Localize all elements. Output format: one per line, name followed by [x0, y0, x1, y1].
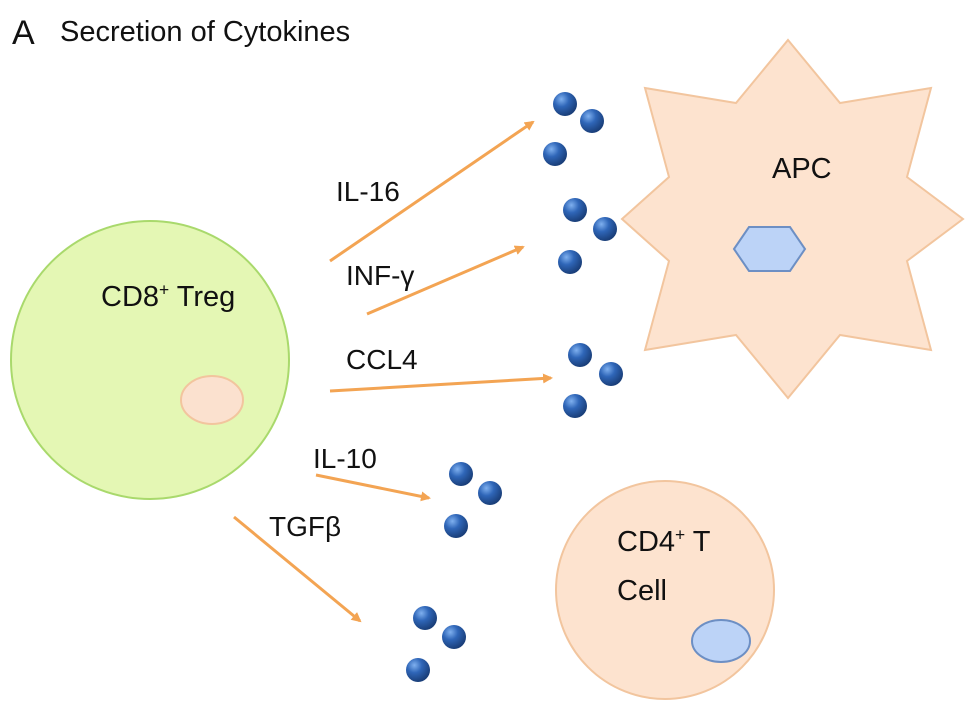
arrow-il10 — [315, 473, 431, 502]
arrow-infg — [366, 245, 525, 316]
cytokine-cluster-il10 — [444, 462, 502, 538]
cd8-treg-label-rest: Treg — [169, 281, 236, 313]
cytokine-molecule — [442, 625, 466, 649]
cd4-t-cell-label-line2: Cell — [617, 575, 667, 607]
cytokine-cluster-il16 — [543, 92, 604, 166]
cytokine-molecule — [563, 198, 587, 222]
label-tgfb: TGFβ — [269, 511, 342, 542]
cytokine-molecule — [580, 109, 604, 133]
cytokine-molecule — [558, 250, 582, 274]
cytokine-molecule — [553, 92, 577, 116]
cd4-t-cell-label: CD4+ T — [617, 526, 711, 558]
cytokine-molecule — [449, 462, 473, 486]
cytokine-molecule — [568, 343, 592, 367]
cd8-treg-nucleus — [180, 375, 244, 425]
cytokine-molecule — [478, 481, 502, 505]
panel-letter: A — [12, 14, 35, 52]
label-infg: INF-γ — [346, 260, 415, 291]
cytokine-molecule — [543, 142, 567, 166]
cd8-treg-label-sup: + — [159, 279, 170, 300]
arrow-il16 — [329, 120, 535, 263]
arrow-ccl4 — [329, 373, 553, 393]
cd4-label-rest: T — [685, 526, 711, 558]
cytokine-molecule — [413, 606, 437, 630]
cd8-treg-cell — [10, 220, 290, 500]
cd4-t-cell-nucleus — [691, 619, 751, 663]
cd8-treg-label-base: CD8 — [101, 281, 160, 313]
panel-title: Secretion of Cytokines — [60, 16, 351, 48]
cytokine-cluster-ccl4 — [563, 343, 623, 418]
cytokine-molecule — [593, 217, 617, 241]
cytokine-cluster-infg — [558, 198, 617, 274]
cytokine-molecule — [444, 514, 468, 538]
cytokine-molecule — [599, 362, 623, 386]
label-ccl4: CCL4 — [346, 344, 418, 375]
cytokine-molecule — [563, 394, 587, 418]
label-il10: IL-10 — [313, 443, 377, 474]
cd4-label-base: CD4 — [617, 526, 676, 558]
cytokine-molecule — [406, 658, 430, 682]
apc-receptor-hexagon — [732, 226, 807, 272]
cd4-label-sup: + — [675, 524, 686, 545]
arrow-tgfb — [233, 515, 362, 623]
cd8-treg-label: CD8+ Treg — [101, 281, 236, 313]
label-il16: IL-16 — [336, 176, 400, 207]
apc-cell — [620, 38, 965, 400]
cytokine-cluster-tgfb — [406, 606, 466, 682]
apc-label: APC — [772, 153, 832, 185]
